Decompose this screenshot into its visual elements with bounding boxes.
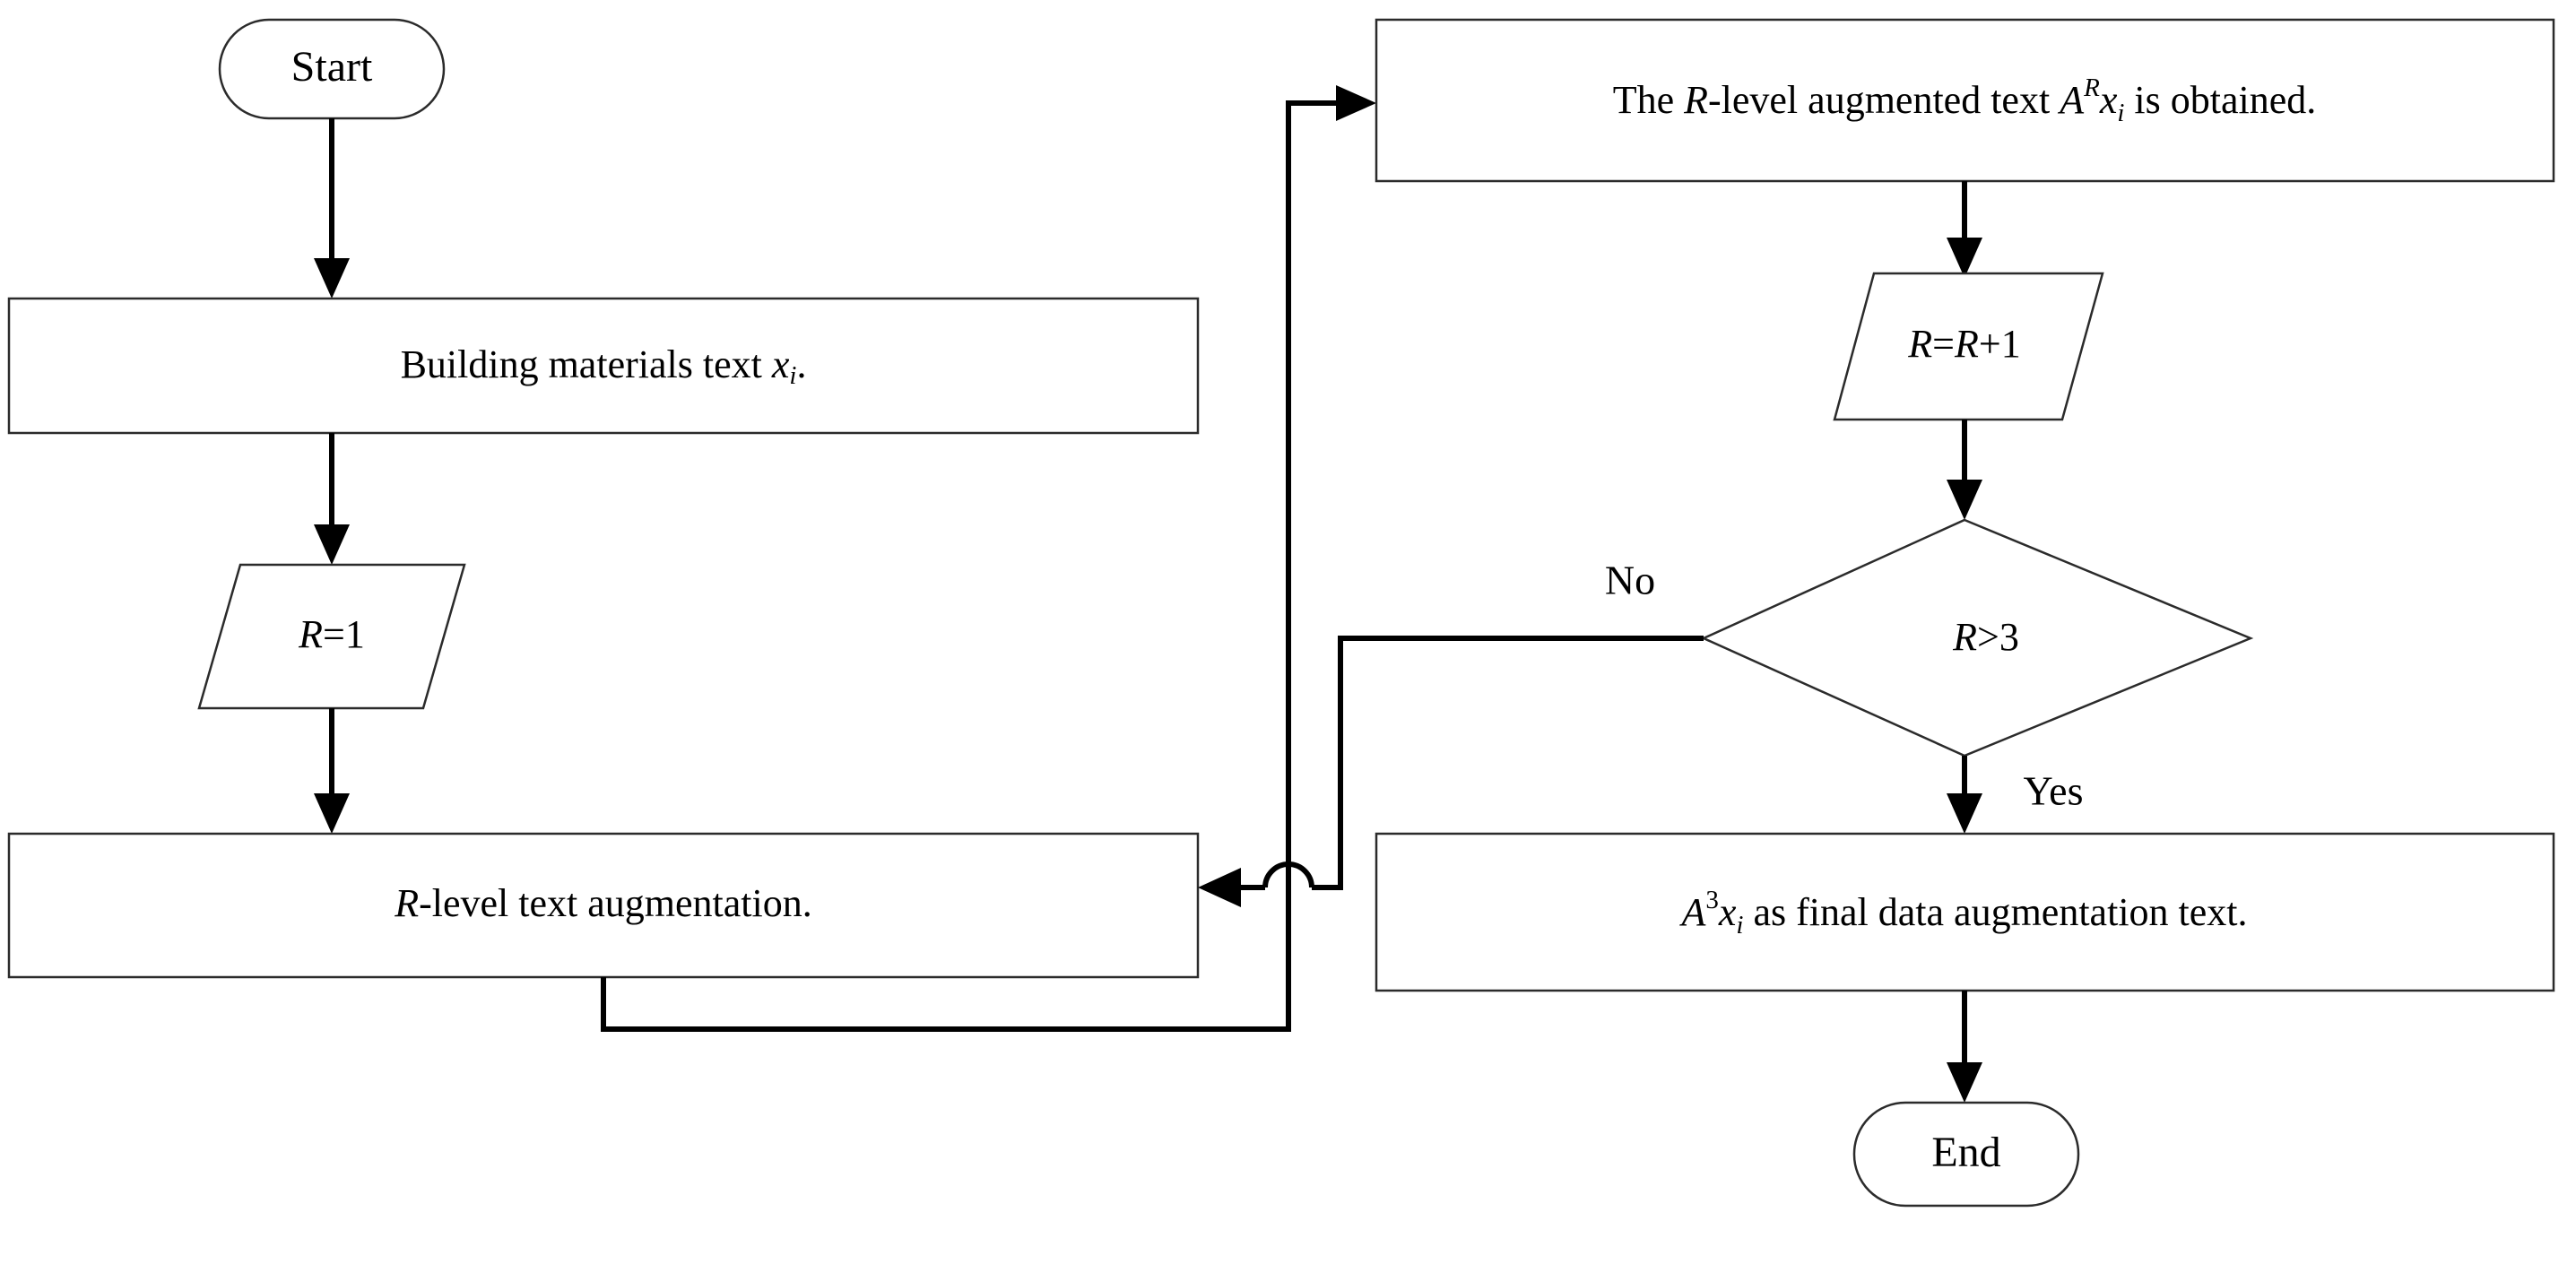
building-materials-var: x — [771, 342, 790, 386]
increment-r-label: R=R+1 — [1907, 322, 2020, 366]
increment-r-var1: R — [1907, 322, 1932, 366]
obtained-sub: i — [2117, 99, 2124, 127]
end-label: End — [1931, 1129, 2000, 1176]
obtained-var1: R — [1683, 78, 1708, 122]
decision-var: R — [1952, 615, 1977, 659]
edge-label-yes: Yes — [2024, 768, 2084, 814]
obtained-b: -level augmented text — [1708, 78, 2060, 122]
increment-r-rest: +1 — [1979, 322, 2021, 366]
arrowhead-icon — [1947, 793, 1982, 834]
obtained-var2: A — [2057, 78, 2085, 122]
init-r-var: R — [298, 612, 323, 656]
augment-var: R — [394, 881, 419, 925]
final-text-var1: A — [1678, 890, 1706, 934]
edge-decision-yes — [1947, 756, 1982, 834]
node-decision[interactable]: R>3 — [1700, 518, 2254, 758]
node-building-materials[interactable]: Building materials text xi. — [7, 297, 1200, 435]
node-final-text[interactable]: A3xi as final data augmentation text. — [1375, 832, 2555, 992]
edge-obtained-to-increment — [1947, 181, 1982, 278]
edge-increment-to-decision — [1947, 420, 1982, 520]
obtained-label: The R-level augmented text ARxi is obtai… — [1613, 74, 2317, 127]
edge-decision-no — [1198, 636, 1704, 907]
arrowhead-icon — [1336, 85, 1376, 121]
final-text-sub: i — [1736, 911, 1743, 939]
increment-r-var2: R — [1954, 322, 1979, 366]
edge-initr-to-augment — [314, 708, 350, 834]
final-text-label: A3xi as final data augmentation text. — [1678, 886, 2247, 939]
node-init-r[interactable]: R=1 — [197, 563, 466, 710]
edge-start-to-building — [314, 118, 350, 299]
arrowhead-icon — [314, 524, 350, 565]
augment-rest: -level text augmentation. — [419, 881, 812, 925]
decision-rest: >3 — [1977, 615, 2019, 659]
init-r-rest: =1 — [323, 612, 365, 656]
obtained-var3: x — [2099, 78, 2118, 122]
building-materials-prefix: Building materials text — [401, 342, 772, 386]
init-r-label: R=1 — [298, 612, 365, 656]
node-start[interactable]: Start — [218, 18, 446, 120]
node-augment[interactable]: R-level text augmentation. — [7, 832, 1200, 979]
node-obtained[interactable]: The R-level augmented text ARxi is obtai… — [1375, 18, 2555, 183]
building-materials-sub: i — [789, 361, 796, 390]
obtained-c: is obtained. — [2124, 78, 2316, 122]
final-text-shape — [1375, 832, 2555, 992]
increment-r-mid: = — [1932, 322, 1955, 366]
start-label: Start — [291, 43, 373, 91]
augment-label: R-level text augmentation. — [394, 881, 812, 925]
edge-loop-path — [601, 100, 1340, 1032]
building-materials-shape — [7, 297, 1200, 435]
final-text-rest: as final data augmentation text. — [1743, 890, 2247, 934]
obtained-sup: R — [2083, 74, 2100, 102]
obtained-shape — [1375, 18, 2555, 183]
decision-label: R>3 — [1952, 615, 2019, 659]
arrowhead-icon — [314, 258, 350, 299]
obtained-a: The — [1613, 78, 1684, 122]
edge-label-no: No — [1605, 558, 1655, 603]
node-increment-r[interactable]: R=R+1 — [1833, 272, 2104, 421]
edge-augment-to-obtained — [601, 85, 1376, 1032]
arrowhead-icon — [314, 793, 350, 834]
arrowhead-icon — [1947, 238, 1982, 278]
edge-no-path-seg1 — [1312, 636, 1704, 890]
final-text-sup: 3 — [1705, 886, 1719, 914]
increment-r-shape — [1833, 272, 2104, 421]
node-end[interactable]: End — [1852, 1101, 2080, 1208]
arrowhead-icon — [1947, 1062, 1982, 1103]
edge-building-to-initr — [314, 433, 350, 565]
building-materials-label: Building materials text xi. — [401, 342, 807, 390]
end-shape — [1852, 1101, 2080, 1208]
init-r-shape — [197, 563, 466, 710]
arrowhead-icon — [1198, 868, 1241, 907]
building-materials-suffix: . — [796, 342, 806, 386]
edge-no-hop-arc — [1262, 861, 1314, 888]
augment-shape — [7, 832, 1200, 979]
arrowhead-icon — [1947, 480, 1982, 520]
edge-final-to-end — [1947, 991, 1982, 1103]
final-text-var2: x — [1718, 890, 1737, 934]
